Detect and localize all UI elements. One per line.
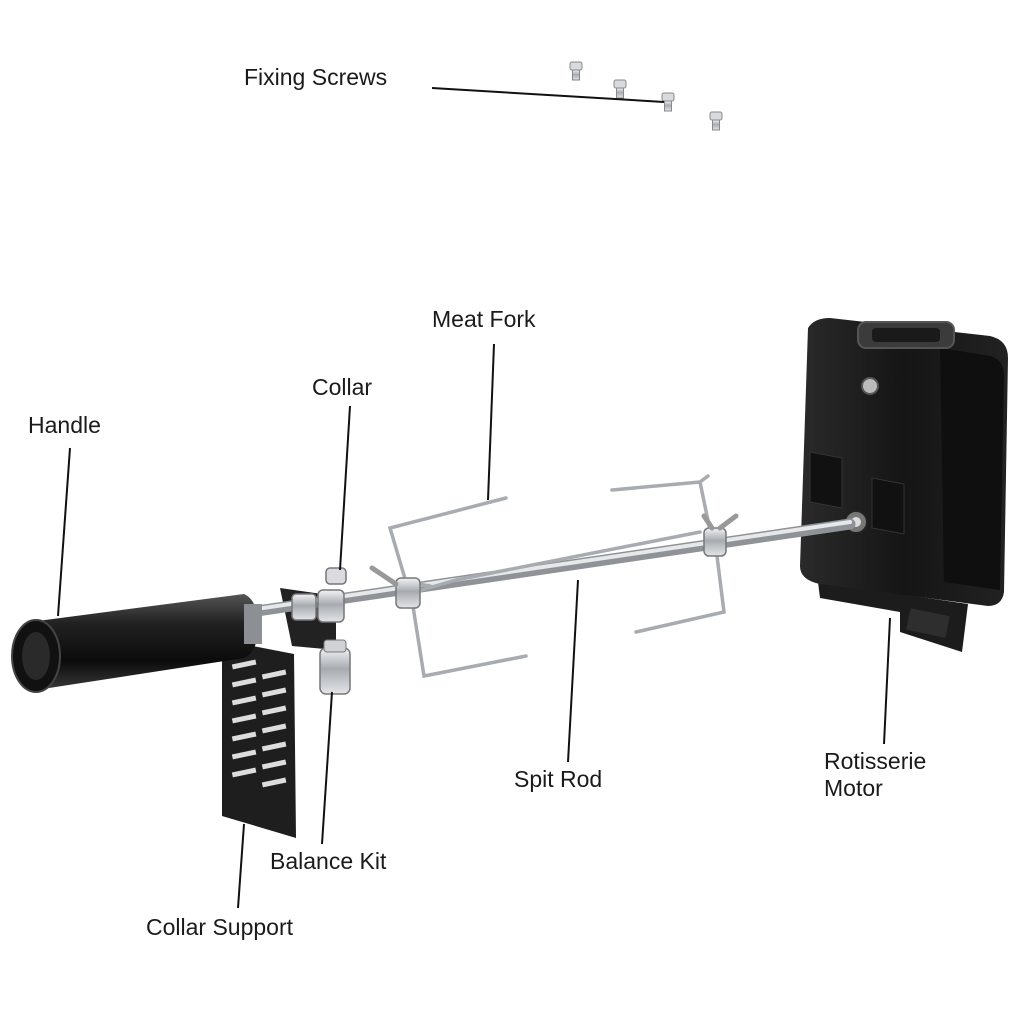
- label-collar-support: Collar Support: [146, 914, 294, 940]
- label-rotisserie-motor-line1: Rotisserie: [824, 748, 927, 774]
- label-balance-kit: Balance Kit: [270, 848, 387, 874]
- spit-rod: [244, 518, 856, 618]
- label-rotisserie-motor: Rotisserie Motor: [824, 748, 964, 802]
- label-spit-rod: Spit Rod: [514, 766, 603, 792]
- leader-spit-rod: [567, 579, 579, 763]
- label-fixing-screws: Fixing Screws: [244, 64, 388, 90]
- balance-kit: [319, 639, 351, 695]
- fixing-screws: [569, 61, 723, 131]
- label-collar: Collar: [312, 374, 373, 400]
- leader-rotisserie-motor: [883, 617, 891, 745]
- rotisserie-motor: [800, 318, 1008, 652]
- leader-handle: [57, 447, 71, 617]
- leader-meat-fork: [487, 343, 495, 501]
- screw-1: [569, 61, 583, 81]
- leader-balance-kit: [321, 691, 333, 845]
- leader-collar-support: [237, 823, 245, 909]
- rod-collars: [291, 513, 739, 623]
- label-meat-fork: Meat Fork: [432, 306, 536, 332]
- label-handle: Handle: [28, 412, 101, 438]
- leader-lines: [57, 87, 891, 909]
- screw-3: [661, 92, 675, 112]
- leader-collar: [339, 405, 351, 571]
- label-rotisserie-motor-line2: Motor: [824, 775, 883, 801]
- screw-2: [613, 79, 627, 99]
- meat-fork: [387, 474, 726, 679]
- leader-fixing-screws: [431, 87, 665, 103]
- handle: [11, 594, 262, 693]
- screw-4: [709, 111, 723, 131]
